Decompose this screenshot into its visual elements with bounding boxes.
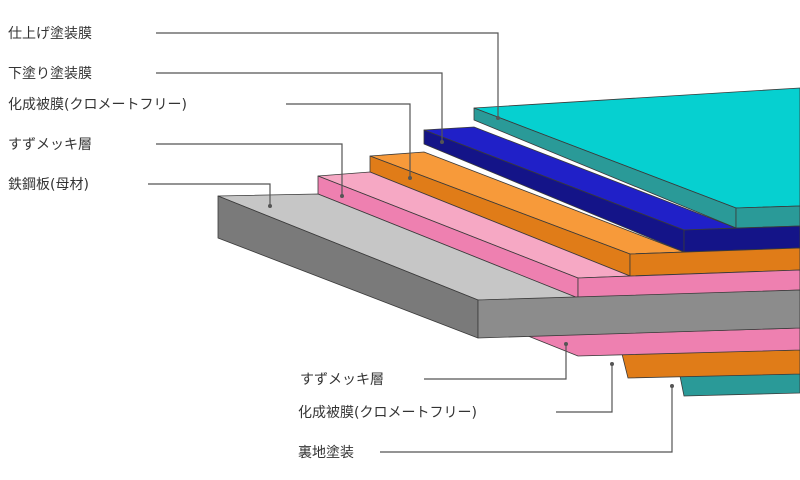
leader-back-coating [380,386,673,453]
finish-coat-front [735,205,800,229]
label-finish-coat: 仕上げ塗装膜 [8,25,92,42]
leader-steel-plate [148,183,271,206]
leader-dot [564,342,568,346]
leader-bottom-chem-film [556,364,613,413]
label-bottom-chem-film: 化成被膜(クロメートフリー) [298,405,477,421]
label-back-coating: 裏地塗装 [298,444,354,461]
label-chem-film: 化成被膜(クロメートフリー) [8,97,187,113]
leader-dot [268,204,272,208]
leader-finish-coat [156,32,499,118]
leader-dot [408,176,412,180]
leader-dot [340,194,344,198]
back-coating-side [679,373,800,397]
leader-bottom-tin-layer [424,344,567,380]
chem-film-front [629,247,800,277]
tin-layer-front [577,269,800,299]
leader-tin-layer [156,143,343,196]
label-primer-coat: 下塗り塗装膜 [8,65,92,82]
label-steel-plate: 鉄鋼板(母材) [8,177,89,193]
label-bottom-tin-layer: すずメッキ層 [300,372,384,388]
leader-dot [670,384,674,388]
leader-chem-film [286,103,411,178]
leader-dot [610,362,614,366]
leader-dot [496,116,500,120]
leader-primer-coat [156,72,443,142]
leader-dot [440,140,444,144]
primer-coat-front [683,225,800,253]
steel-plate-front [477,289,800,339]
label-tin-layer: すずメッキ層 [8,137,92,153]
